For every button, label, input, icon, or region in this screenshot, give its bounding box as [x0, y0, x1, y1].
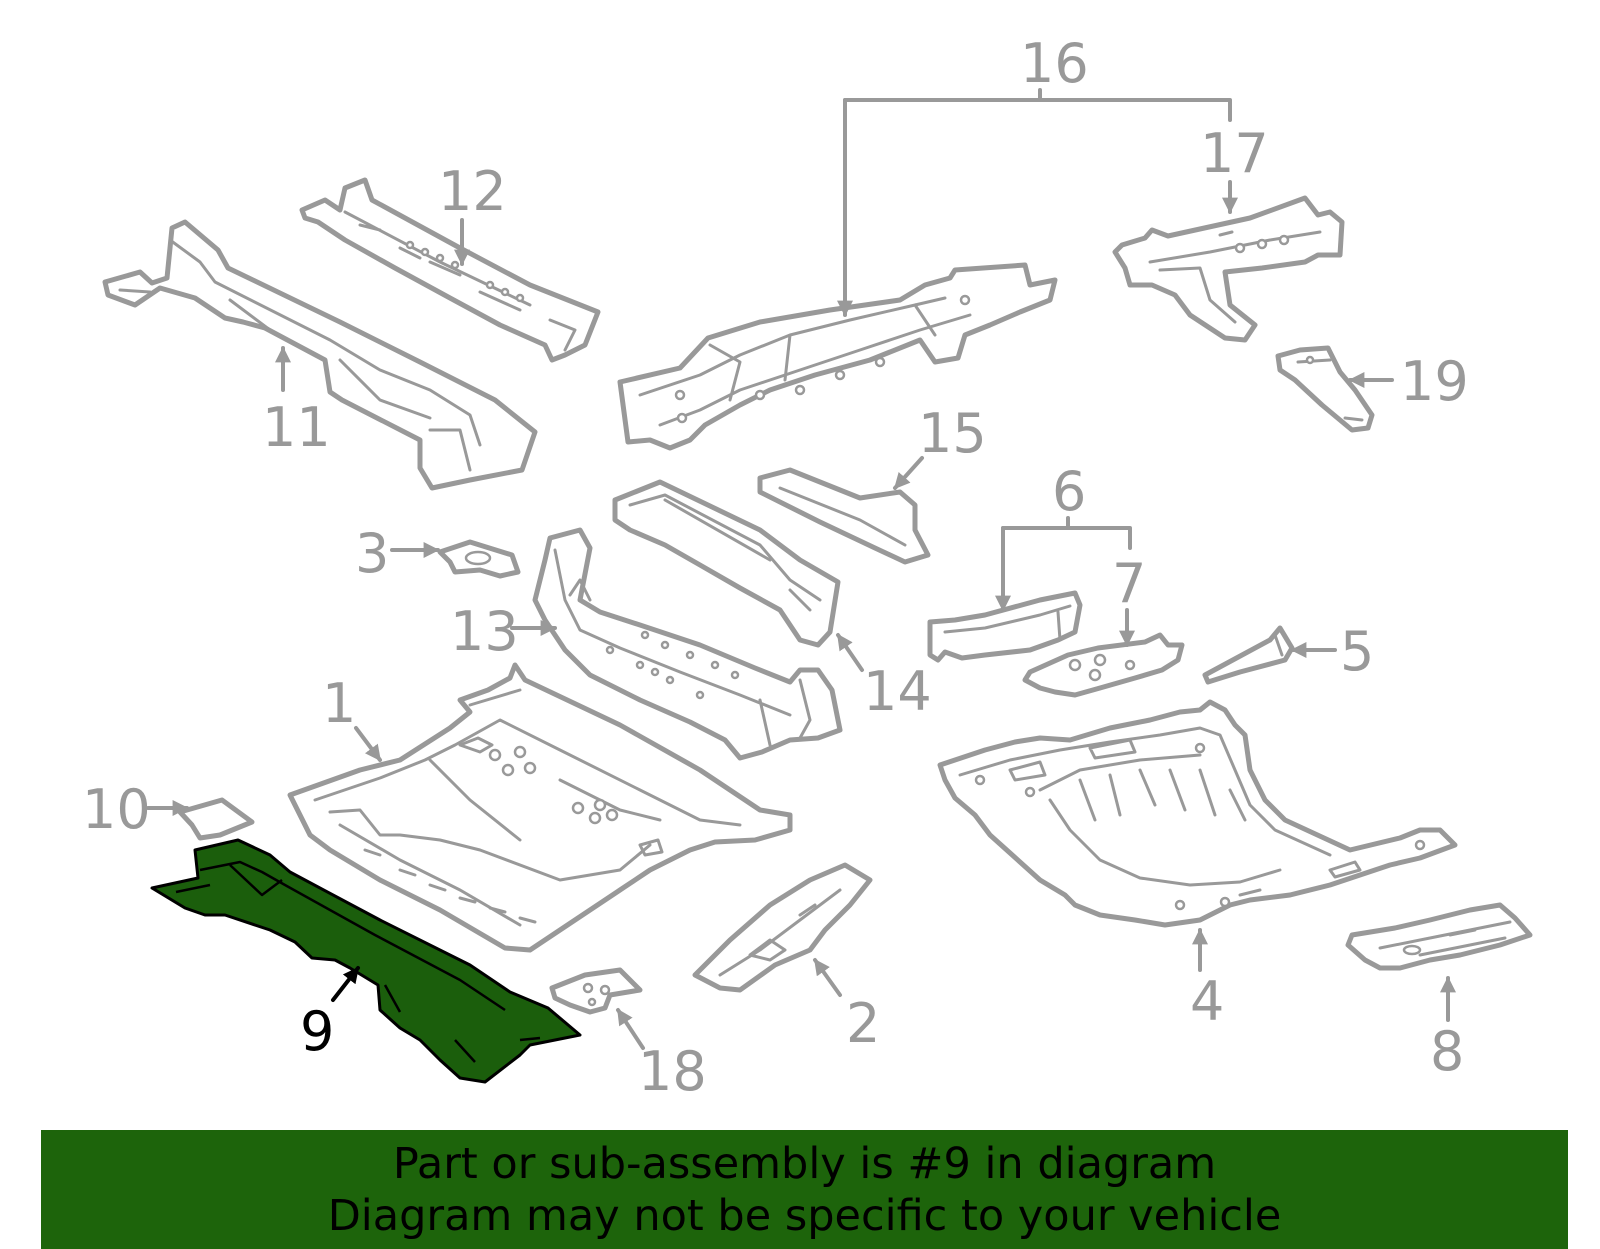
part-10-plate[interactable] [177, 797, 255, 841]
callout-1: 1 [322, 672, 356, 735]
callout-10: 10 [82, 778, 151, 841]
leader-14 [836, 633, 864, 672]
part-11-cross-member[interactable] [102, 219, 538, 491]
part-19-bracket[interactable] [1275, 345, 1375, 433]
leader-18 [616, 1008, 645, 1050]
part-13-cross-member[interactable] [532, 527, 843, 761]
part-17-side-member[interactable] [1112, 195, 1345, 343]
part-16-side-member[interactable] [617, 262, 1058, 451]
part-4-rear-floor[interactable] [937, 699, 1458, 928]
callout-16: 16 [1020, 32, 1089, 95]
callout-15: 15 [918, 402, 987, 465]
callout-19: 19 [1400, 350, 1469, 413]
callout-13: 13 [450, 600, 519, 663]
callout-7: 7 [1112, 552, 1146, 615]
leader-9 [331, 966, 360, 1002]
leader-1 [354, 726, 382, 762]
callout-6-bracket [995, 516, 1132, 612]
leader-15 [893, 456, 924, 490]
part-8-extension[interactable] [1345, 902, 1533, 971]
part-12-cross-member[interactable] [299, 177, 601, 363]
part-9-cross-member-highlighted[interactable] [150, 838, 582, 1084]
callout-16-bracket [837, 88, 1232, 317]
parts-diagram: 16 17 12 11 19 15 6 7 3 13 14 5 1 10 2 4… [82, 32, 1533, 1103]
callout-17: 17 [1200, 122, 1269, 185]
callout-4: 4 [1190, 970, 1224, 1033]
banner-line-2: Diagram may not be specific to your vehi… [327, 1190, 1282, 1241]
part-2-bracket[interactable] [692, 862, 873, 993]
callout-2: 2 [846, 992, 880, 1055]
callout-6: 6 [1052, 460, 1086, 523]
part-18-bracket[interactable] [549, 967, 643, 1015]
callout-3: 3 [355, 522, 389, 585]
part-14-cross-member[interactable] [612, 479, 841, 648]
callout-9: 9 [300, 1000, 334, 1063]
leader-2 [813, 958, 842, 997]
part-1-floor-pan[interactable] [287, 662, 793, 953]
part-5-bracket[interactable] [1202, 625, 1295, 685]
callout-14: 14 [863, 660, 932, 723]
callout-12: 12 [438, 160, 507, 223]
callout-11: 11 [262, 396, 331, 459]
callout-5: 5 [1340, 620, 1374, 683]
part-3-plate[interactable] [437, 539, 521, 579]
info-banner: Part or sub-assembly is #9 in diagram Di… [41, 1130, 1568, 1249]
banner-line-1: Part or sub-assembly is #9 in diagram [392, 1138, 1217, 1189]
callout-8: 8 [1430, 1020, 1464, 1083]
callout-18: 18 [638, 1040, 707, 1103]
part-15-reinforcement[interactable] [757, 467, 931, 565]
